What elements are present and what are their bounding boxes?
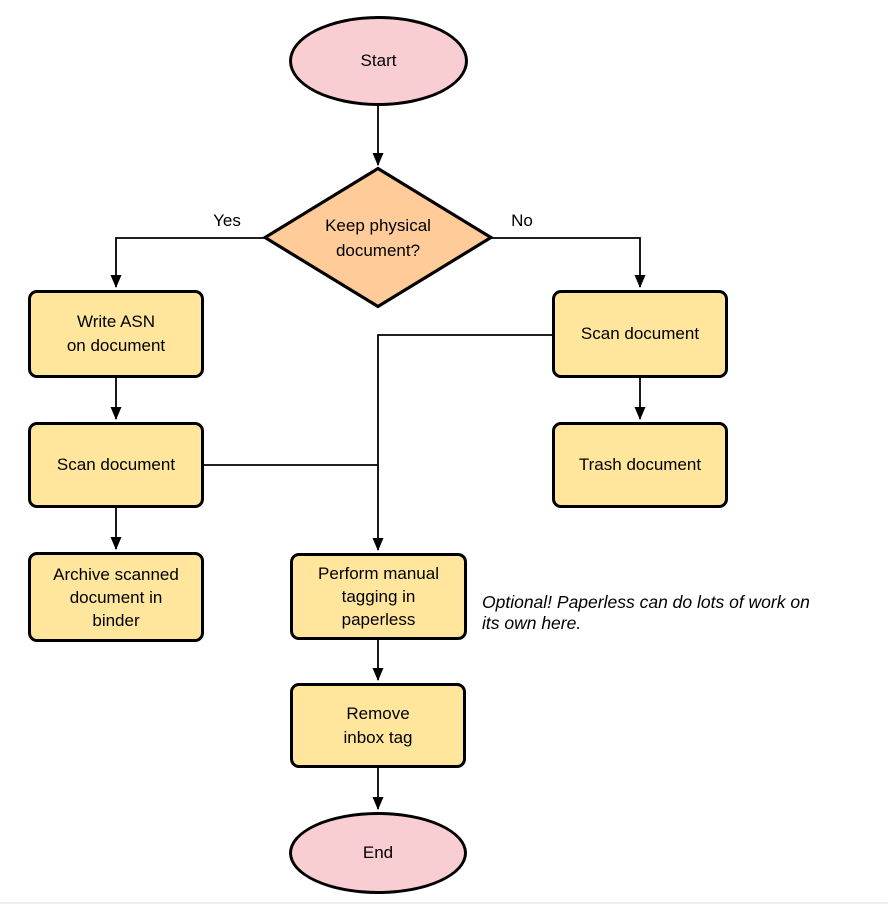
node-scan-right-label: Scan document [580, 324, 700, 343]
node-write-asn: Write ASN on document [28, 290, 204, 378]
node-decision-label: Keep physical document? [325, 215, 431, 260]
node-tagging: Perform manual tagging in paperless [290, 553, 467, 640]
edge-label-yes: Yes [213, 211, 241, 230]
decision-diamond-shape [262, 166, 494, 309]
node-decision: Keep physical document? [262, 166, 494, 309]
node-start: Start [289, 16, 468, 106]
node-end-label: End [362, 843, 394, 862]
node-trash-label: Trash document [578, 455, 702, 474]
node-scan-left-label: Scan document [56, 455, 176, 474]
node-remove-inbox: Remove inbox tag [290, 683, 466, 768]
node-end: End [289, 812, 467, 894]
node-trash: Trash document [552, 422, 728, 508]
page-bottom-divider [0, 902, 888, 904]
node-scan-left: Scan document [28, 422, 204, 508]
edge-scan-right-to-tagging [372, 334, 552, 551]
edge-label-no: No [511, 211, 533, 230]
edge-decision-to-scan-right [492, 237, 646, 288]
edge-decision-to-write-asn [110, 237, 265, 288]
annotation-optional-note: Optional! Paperless can do lots of work … [482, 592, 810, 633]
node-start-label: Start [360, 51, 397, 70]
node-archive: Archive scanned document in binder [28, 552, 204, 642]
node-scan-right: Scan document [552, 290, 728, 378]
